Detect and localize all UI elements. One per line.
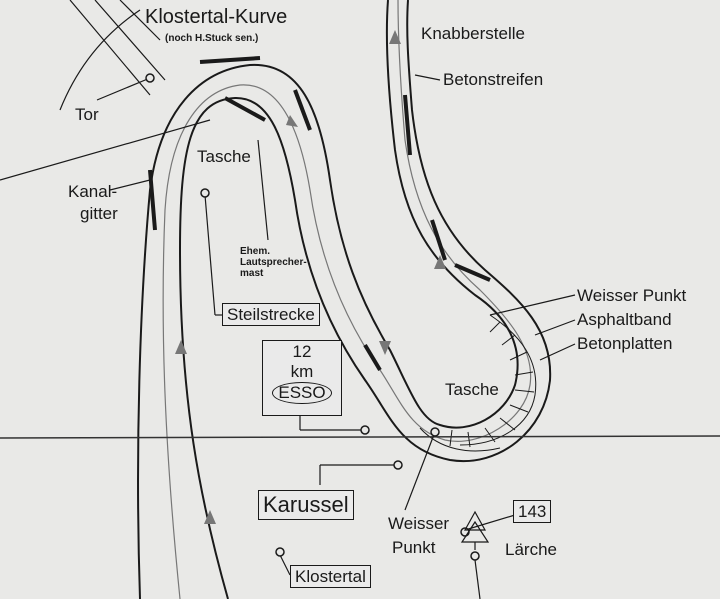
km-number: 12 — [292, 342, 312, 361]
concrete-strips — [148, 56, 491, 372]
label-betonstreifen: Betonstreifen — [443, 70, 544, 89]
gate-arc — [59, 0, 166, 111]
track-inner-edge — [178, 0, 552, 599]
label-steilstrecke: Steilstrecke — [222, 303, 320, 326]
slab-hatching — [449, 321, 535, 448]
label-betonplatten: Betonplatten — [577, 334, 673, 353]
label-weisser-punkt-bottom-2: Punkt — [392, 538, 436, 557]
arrow-icon — [175, 340, 187, 354]
arrow-icon — [379, 341, 391, 355]
label-knabberstelle: Knabberstelle — [421, 24, 525, 43]
title: Klostertal-Kurve — [145, 6, 288, 28]
arrow-icon — [389, 30, 401, 44]
tree-icon — [460, 510, 490, 550]
label-lautsprecher-3: mast — [240, 268, 264, 279]
label-klostertal: Klostertal — [290, 565, 371, 588]
km-marker-sign: 12 km ESSO — [262, 340, 342, 416]
direction-arrows — [175, 30, 446, 524]
subtitle: (noch H.Stuck sen.) — [165, 33, 259, 44]
arrow-icon — [286, 115, 298, 127]
label-tasche-bottom: Tasche — [445, 380, 499, 399]
divider-line — [0, 435, 720, 439]
esso-logo: ESSO — [272, 382, 332, 404]
label-tasche-top: Tasche — [197, 147, 251, 166]
label-kanalgitter-1: Kanal- — [68, 182, 118, 201]
label-weisser-punkt-right: Weisser Punkt — [577, 286, 687, 305]
label-lautsprecher-2: Lautsprecher- — [240, 257, 307, 268]
label-tor: Tor — [75, 105, 99, 124]
label-karussell: Karussel — [258, 490, 354, 520]
label-laerche: Lärche — [505, 540, 557, 559]
label-weisser-punkt-bottom-1: Weisser — [388, 514, 450, 533]
label-kanalgitter-2: gitter — [80, 204, 118, 223]
leader-lines — [0, 74, 576, 599]
marker-circles — [145, 73, 480, 561]
label-marker-143: 143 — [513, 500, 552, 523]
label-lautsprecher-1: Ehem. — [240, 246, 271, 257]
arrow-icon — [204, 510, 216, 524]
km-unit: km — [290, 362, 314, 381]
label-asphaltband: Asphaltband — [577, 310, 672, 329]
arrow-icon — [434, 255, 446, 269]
